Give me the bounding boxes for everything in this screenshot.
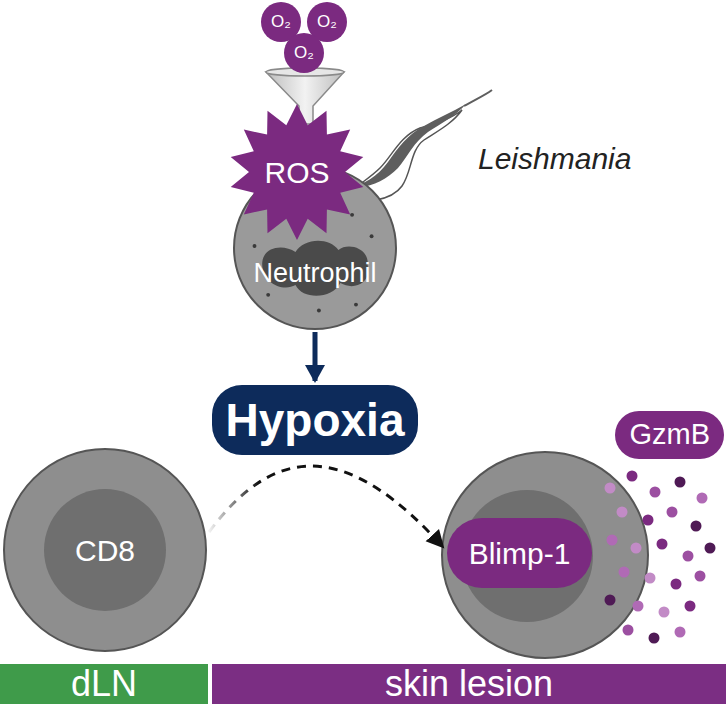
granule [705, 543, 716, 554]
node-label: dLN [71, 664, 137, 704]
node-label: ROS [264, 156, 329, 189]
parasite-body [352, 104, 466, 187]
node-label: Neutrophil [253, 259, 376, 289]
organism-label: Leishmania [478, 142, 631, 176]
node-label: skin lesion [385, 664, 553, 704]
granule [675, 477, 686, 488]
granule [657, 539, 668, 550]
granule [695, 571, 706, 582]
granule [266, 293, 270, 297]
granule [605, 595, 616, 606]
granule [354, 303, 358, 307]
node-label: Hypoxia [226, 395, 405, 446]
connector-arrow [312, 332, 317, 381]
granule [350, 213, 354, 217]
granule [623, 625, 634, 636]
granule [607, 535, 618, 546]
granule [627, 471, 638, 482]
granule [633, 601, 644, 612]
parasite-flagellum [464, 90, 492, 106]
node-label: GzmB [629, 419, 710, 451]
connector-arrow [209, 466, 443, 547]
node-label: O₂ [294, 44, 314, 63]
granule [667, 507, 678, 518]
granule [683, 551, 694, 562]
granule [685, 601, 696, 612]
granule [605, 483, 616, 494]
skin-lesion-band: skin lesion [212, 664, 726, 704]
ros-burst: ROS [229, 104, 365, 240]
cell-nucleus: CD8 [44, 489, 166, 611]
effector-cell [442, 452, 648, 658]
granule [317, 308, 321, 312]
granule [253, 244, 257, 248]
granule [675, 627, 686, 638]
granule [643, 515, 654, 526]
granule [617, 507, 628, 518]
node-label: O₂ [317, 13, 337, 32]
granule [619, 567, 630, 578]
oxygen-molecule: O₂ [284, 33, 324, 73]
granule [649, 633, 660, 644]
node-label: Blimp-1 [469, 537, 571, 570]
node-label: O₂ [271, 13, 291, 32]
granule [659, 607, 670, 618]
granule [631, 543, 642, 554]
granule [370, 234, 374, 238]
granule [671, 579, 682, 590]
granule [645, 573, 656, 584]
granule [691, 521, 702, 532]
blimp1-pill: Blimp-1 [447, 518, 592, 588]
granule [272, 221, 276, 225]
gzmb-pill: GzmB [615, 411, 724, 459]
granule [650, 487, 661, 498]
funnel [266, 72, 344, 124]
granzyme-granules [605, 471, 716, 644]
node-label: CD8 [75, 534, 135, 567]
hypoxia-box: Hypoxia [212, 385, 419, 455]
dln-band: dLN [0, 664, 208, 704]
granule [697, 493, 708, 504]
cd8-cell: CD8 [3, 448, 207, 652]
